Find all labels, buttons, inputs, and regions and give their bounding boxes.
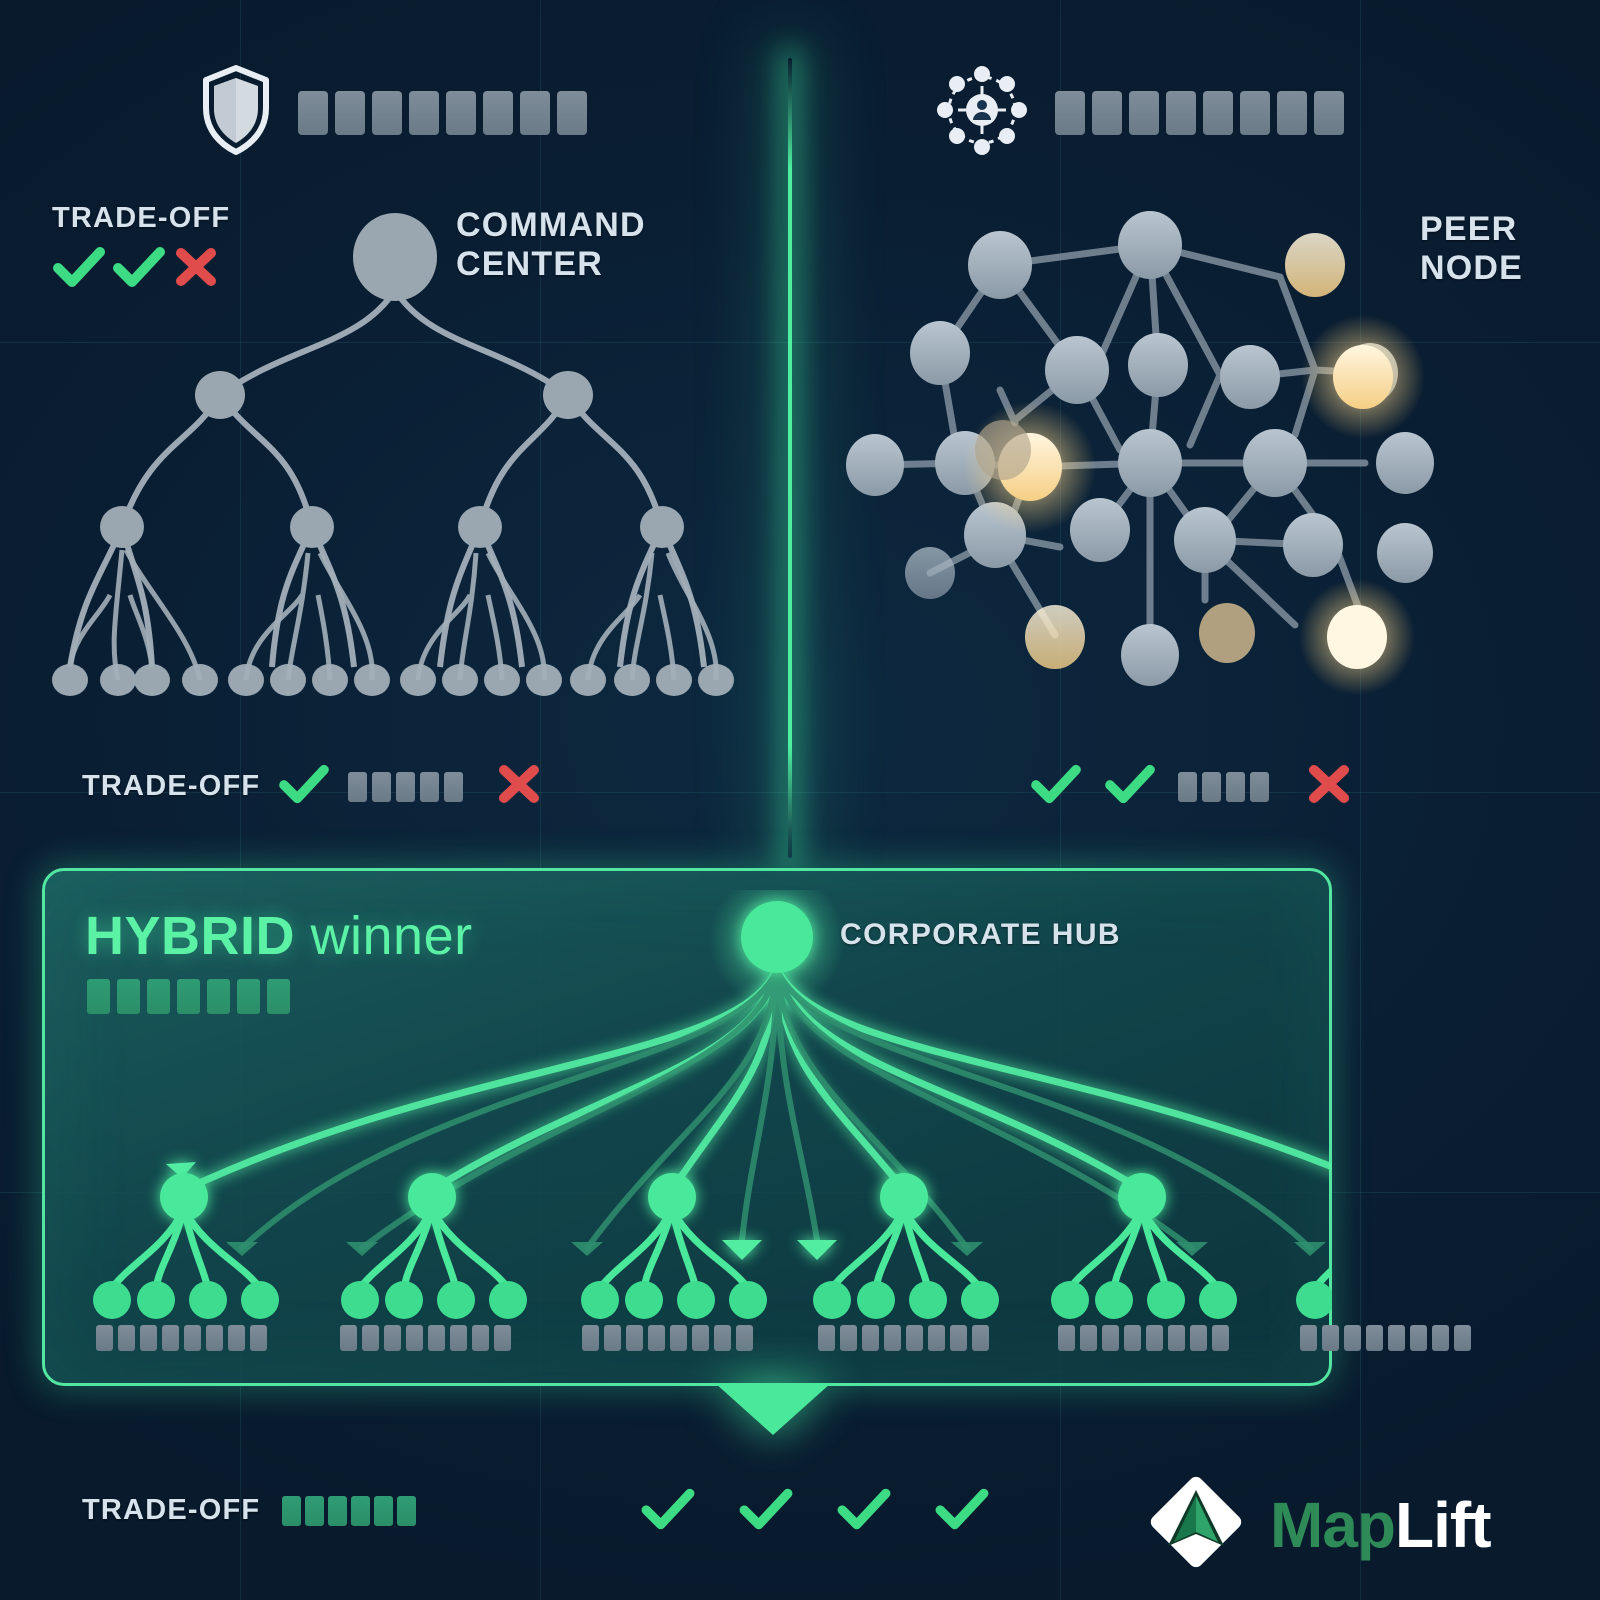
- check-icon: [1104, 763, 1156, 810]
- hybrid-check-row: [640, 1486, 990, 1537]
- command-center-label: COMMAND CENTER: [456, 206, 646, 284]
- right-bottom-bars: [1178, 771, 1269, 802]
- logo-text-map: Map: [1270, 1488, 1396, 1561]
- hub-bars-5: [1058, 1325, 1229, 1351]
- hub-spoke-diagram: [93, 890, 1332, 1319]
- hub-bars-4: [818, 1325, 989, 1351]
- right-header-bars: [1055, 90, 1344, 135]
- hybrid-title: HYBRID winner: [85, 905, 473, 967]
- hub-bars-3: [582, 1325, 753, 1351]
- check-icon: [1030, 763, 1082, 810]
- cross-icon: [172, 245, 220, 294]
- center-divider: [788, 58, 792, 858]
- check-icon: [738, 1486, 794, 1537]
- left-bottom-bars: [348, 771, 464, 802]
- left-tradeoff-label: TRADE-OFF: [52, 202, 231, 234]
- hybrid-tradeoff-label: TRADE-OFF: [82, 1494, 261, 1526]
- left-header: [200, 64, 587, 161]
- hybrid-title-strong: HYBRID: [85, 906, 296, 966]
- right-header: [935, 62, 1344, 163]
- logo-text-lift: Lift: [1395, 1488, 1491, 1561]
- left-tradeoff-marks: [52, 245, 230, 294]
- check-icon: [934, 1486, 990, 1537]
- left-bottom-tradeoff-label: TRADE-OFF: [82, 770, 261, 802]
- mesh-network-diagram: [846, 211, 1434, 695]
- hybrid-tradeoff: TRADE-OFF: [82, 1494, 417, 1527]
- hybrid-tradeoff-bars: [282, 1495, 417, 1526]
- check-icon: [278, 763, 330, 810]
- hybrid-title-bars: [87, 979, 290, 1014]
- right-tradeoff-bottom: [1030, 762, 1353, 811]
- corporate-hub-label: CORPORATE HUB: [840, 918, 1121, 951]
- network-people-icon: [935, 62, 1029, 163]
- check-icon: [52, 245, 106, 294]
- check-icon: [112, 245, 166, 294]
- peer-node-label: PEER NODE: [1420, 210, 1524, 288]
- hub-bars-6: [1300, 1325, 1471, 1351]
- cross-icon: [495, 762, 543, 811]
- panel-bottom-chevron-icon: [715, 1383, 831, 1435]
- hub-bars-2: [340, 1325, 511, 1351]
- hybrid-title-light: winner: [295, 906, 473, 966]
- maplift-logo: MapLift: [1140, 1466, 1491, 1583]
- left-tradeoff-bottom: TRADE-OFF: [82, 762, 543, 811]
- diamond-arrow-logo-icon: [1140, 1466, 1252, 1583]
- cross-icon: [1305, 762, 1353, 811]
- left-tradeoff-top: TRADE-OFF: [52, 202, 230, 294]
- maplift-wordmark: MapLift: [1270, 1488, 1491, 1562]
- shield-icon: [200, 64, 272, 161]
- hierarchy-tree-diagram: [52, 213, 734, 696]
- check-icon: [640, 1486, 696, 1537]
- check-icon: [836, 1486, 892, 1537]
- hub-bars-1: [96, 1325, 267, 1351]
- left-header-bars: [298, 90, 587, 135]
